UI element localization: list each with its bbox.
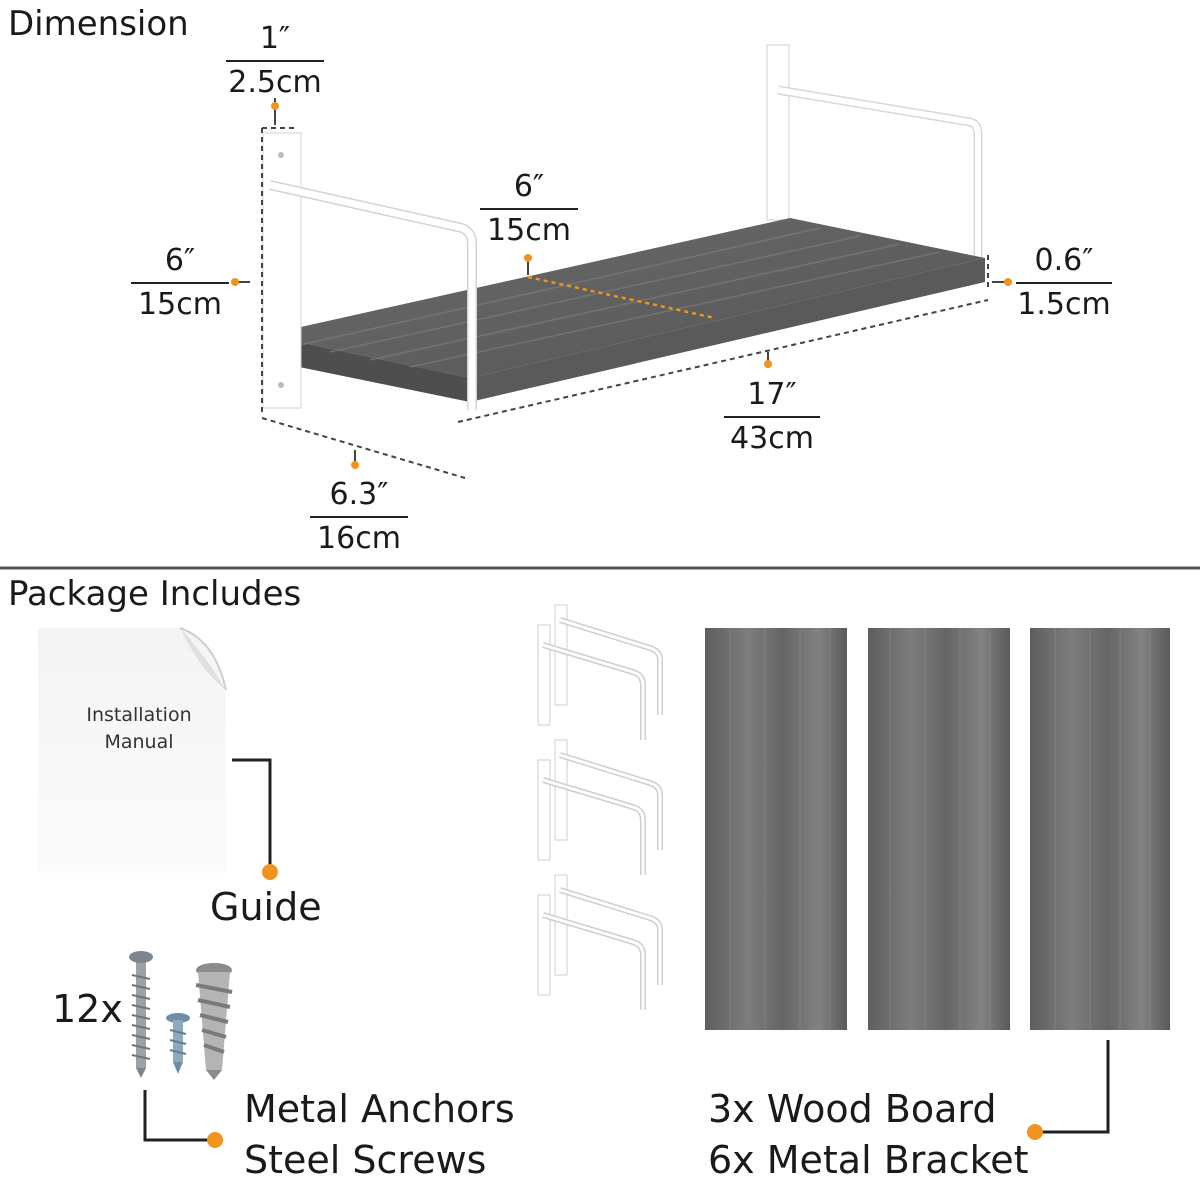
wood-board-3 (1030, 628, 1170, 1030)
bracket-thickness-inch: 1″ (226, 24, 324, 62)
wood-boards-illustration (705, 628, 1170, 1030)
bracket-height-inch: 6″ (131, 246, 229, 284)
manual-line-1: Installation (86, 704, 192, 726)
package-title: Package Includes (8, 574, 302, 614)
length-cm: 43cm (730, 421, 814, 456)
anchor-icon (195, 963, 233, 1080)
board-thickness-dimension: 0.6″ 1.5cm (1016, 246, 1112, 320)
wall-plate-left (262, 132, 302, 409)
bracket-depth-cm: 16cm (317, 521, 401, 556)
bracket-thickness-cm: 2.5cm (228, 65, 322, 100)
bracket-height-cm: 15cm (138, 287, 222, 322)
depth-inch: 6″ (480, 172, 578, 210)
manual-cover-text: Installation Manual (64, 702, 214, 755)
small-screw-icon (166, 1013, 190, 1074)
length-inch: 17″ (724, 380, 820, 418)
depth-cm: 15cm (487, 213, 571, 248)
wall-plate-right (766, 44, 790, 221)
guide-connector (232, 758, 272, 872)
parts-line-2: 6x Metal Bracket (708, 1138, 1029, 1183)
length-dimension: 17″ 43cm (724, 380, 820, 454)
manual-line-2: Manual (104, 730, 174, 753)
shelf-board-front (265, 335, 470, 402)
bracket-depth-dimension: 6.3″ 16cm (310, 480, 408, 554)
parts-connector (1035, 1040, 1110, 1134)
dimension-lines (261, 127, 989, 479)
manual-illustration (38, 627, 227, 873)
board-thickness-cm: 1.5cm (1017, 287, 1111, 322)
parts-label: 3x Wood Board 6x Metal Bracket (708, 1084, 1029, 1187)
hardware-label: Metal Anchors Steel Screws (244, 1084, 515, 1187)
wood-board-2 (868, 628, 1010, 1030)
wood-board-1 (705, 628, 847, 1030)
guide-label: Guide (210, 885, 322, 929)
hardware-count: 12x (52, 987, 123, 1031)
hardware-line-2: Steel Screws (244, 1138, 487, 1183)
hardware-line-1: Metal Anchors (244, 1087, 515, 1131)
accent-dots (231, 102, 1012, 469)
parts-line-1: 3x Wood Board (708, 1087, 997, 1131)
hardware-connector (143, 1090, 215, 1142)
dimension-title: Dimension (8, 4, 189, 44)
shelf-drawing (262, 44, 985, 410)
board-thickness-inch: 0.6″ (1016, 246, 1112, 284)
bracket-height-dimension: 6″ 15cm (131, 246, 229, 320)
bracket-thickness-dimension: 1″ 2.5cm (226, 24, 324, 98)
metal-brackets-illustration (537, 604, 663, 1010)
bracket-depth-inch: 6.3″ (310, 480, 408, 518)
depth-dimension: 6″ 15cm (480, 172, 578, 246)
screw-icon (129, 951, 153, 1078)
